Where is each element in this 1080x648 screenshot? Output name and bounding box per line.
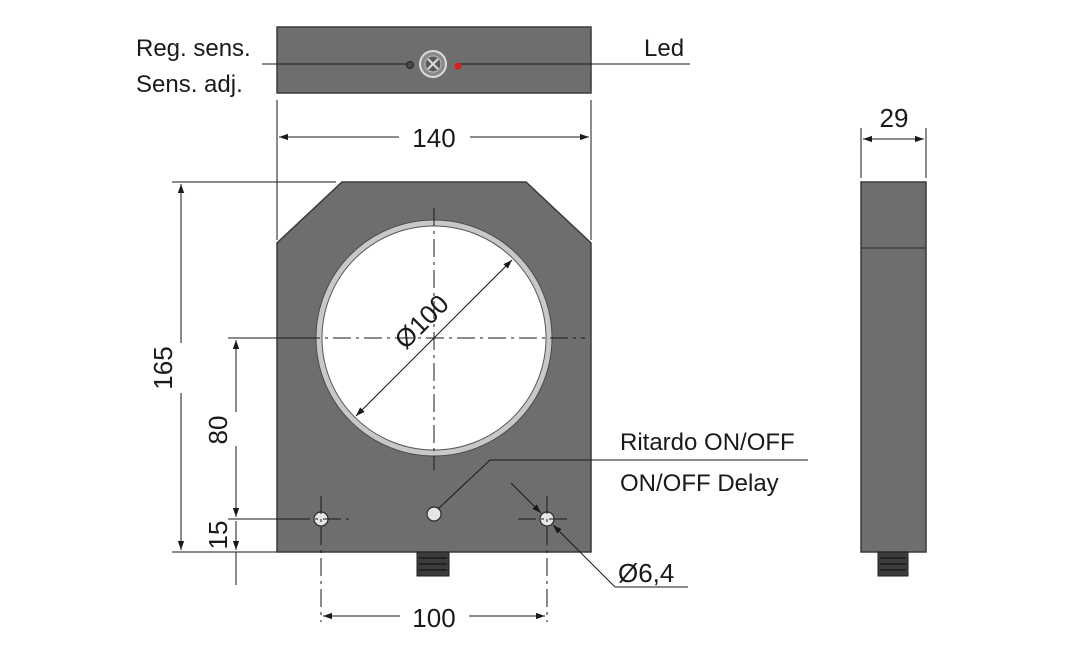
width-dimension-value: 140 [412, 123, 455, 153]
delay-trimmer-hole [426, 506, 442, 522]
top-view: Reg. sens. Sens. adj. Led [136, 26, 690, 98]
sens-adj-label: Sens. adj. [136, 71, 243, 98]
hole-center-dimension: 80 [203, 337, 304, 517]
delay-callout: Ritardo ON/OFF ON/OFF Delay [437, 429, 808, 510]
led-label: Led [644, 35, 684, 62]
led-indicator-icon [454, 62, 462, 70]
ritardo-label: Ritardo ON/OFF [620, 429, 795, 456]
side-view [860, 181, 927, 577]
height-dimension-value: 165 [148, 346, 178, 389]
height-dimension: 165 [148, 181, 336, 553]
connector-icon [419, 50, 447, 78]
mount-diameter-dimension: Ø6,4 [510, 482, 688, 588]
on-off-delay-label: ON/OFF Delay [620, 470, 779, 497]
reg-sens-label: Reg. sens. [136, 35, 251, 62]
mount-spacing-dimension: 100 [323, 603, 545, 633]
hole-center-dimension-value: 80 [203, 416, 233, 445]
mount-offset-dimension-value: 15 [203, 521, 233, 550]
sensitivity-potentiometer-icon [406, 61, 414, 69]
mount-spacing-dimension-value: 100 [412, 603, 455, 633]
width-dimension: 140 [276, 100, 592, 240]
mount-diameter-dimension-value: Ø6,4 [618, 558, 674, 588]
thickness-dimension-value: 29 [880, 103, 909, 133]
mount-offset-dimension: 15 [203, 518, 292, 585]
side-view-body [860, 181, 927, 553]
thickness-dimension: 29 [860, 103, 927, 178]
